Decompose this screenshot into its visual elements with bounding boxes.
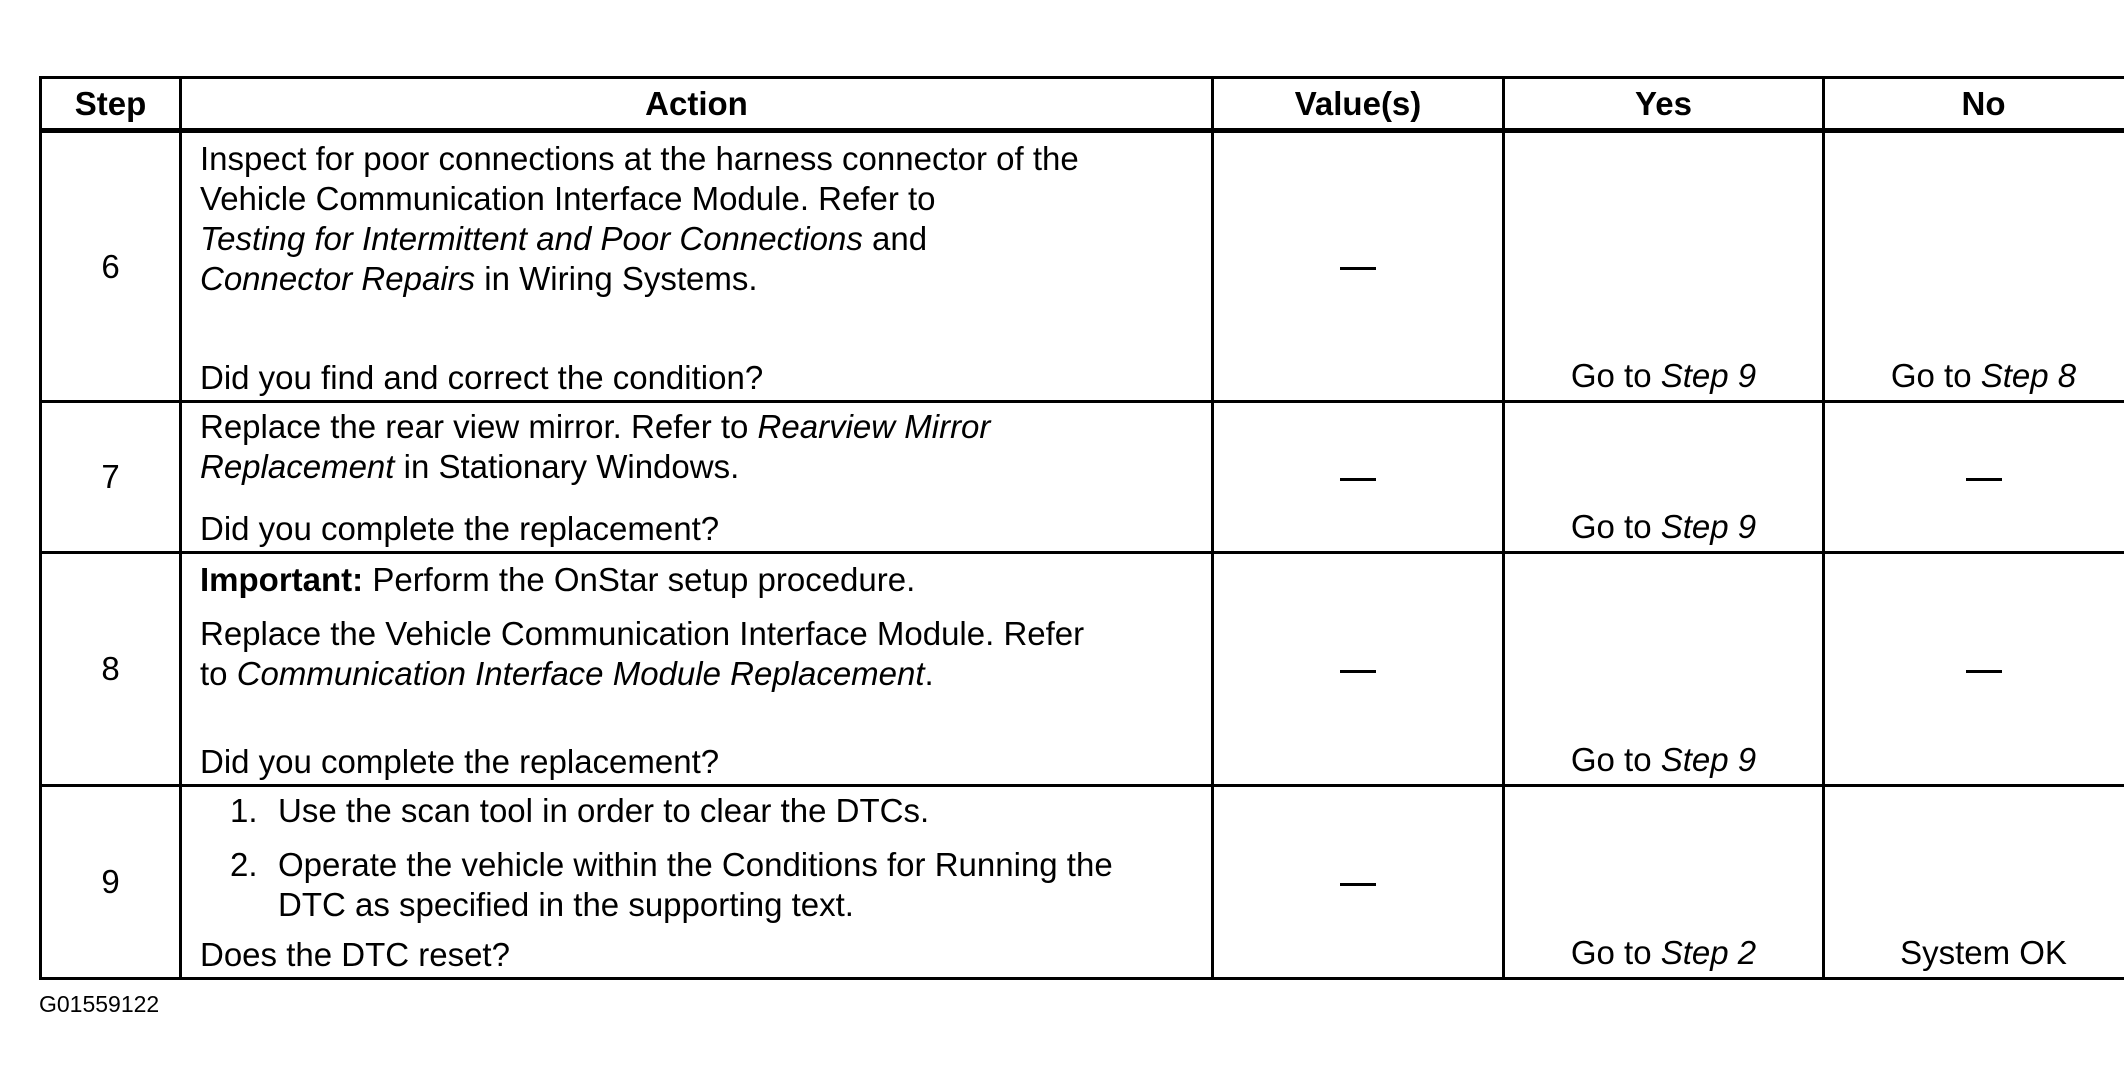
header-action: Action [179,76,1214,133]
table-row-step-7: 7 Replace the rear view mirror. Refer to… [39,400,2124,554]
yes-prefix: Go to [1570,934,1661,971]
yes-step-ref: Step 9 [1660,741,1757,778]
numbered-list: 1. Use the scan tool in order to clear t… [200,787,1199,925]
action-question: Does the DTC reset? [200,936,510,973]
action-instruction: Replace the Vehicle Communication Interf… [200,600,1120,694]
action-text: in Wiring Systems. [475,260,758,297]
no-cell [1822,551,2124,787]
list-text: Operate the vehicle within the Condition… [278,846,1113,923]
action-cell: Important: Perform the OnStar setup proc… [179,551,1214,787]
no-prefix: Go to [1890,357,1981,394]
table-row-step-9: 9 1. Use the scan tool in order to clear… [39,784,2124,980]
step-number: 6 [39,129,182,403]
no-cell: System OK [1822,784,2124,980]
action-instruction: Inspect for poor connections at the harn… [200,133,1190,299]
reference-link: Testing for Intermittent and Poor Connec… [200,220,863,257]
header-no: No [1822,76,2124,133]
action-instruction: Replace the rear view mirror. Refer to R… [200,403,1100,487]
important-label: Important: [200,561,364,598]
dash-mark [1340,477,1376,481]
action-text: and [862,220,928,257]
action-text: in Stationary Windows. [394,448,740,485]
reference-link: Connector Repairs [200,260,476,297]
step-number: 7 [39,400,182,554]
action-text: Replace the rear view mirror. Refer to [200,408,758,445]
dash-mark [1340,267,1376,271]
step-number: 8 [39,551,182,787]
reference-link: Rearview Mirror Replacement [200,408,991,485]
value-cell [1211,784,1505,980]
list-number: 1. [230,792,258,829]
header-step: Step [39,76,182,133]
yes-prefix: Go to [1570,508,1661,545]
yes-cell: Go to Step 9 [1502,129,1825,403]
figure-id: G01559122 [39,991,160,1017]
action-cell: Replace the rear view mirror. Refer to R… [179,400,1214,554]
list-item: 2. Operate the vehicle within the Condit… [200,831,1199,925]
value-cell [1211,551,1505,787]
value-cell [1211,400,1505,554]
action-text: . [924,655,934,692]
important-note: Important: Perform the OnStar setup proc… [200,554,1199,600]
action-text: Inspect for poor connections at the harn… [200,140,1079,217]
action-cell: Inspect for poor connections at the harn… [179,129,1214,403]
dash-mark [1965,477,2002,481]
no-cell [1822,400,2124,554]
yes-cell: Go to Step 9 [1502,400,1825,554]
dash-mark [1340,882,1376,886]
action-question: Did you complete the replacement? [200,510,720,547]
action-question: Did you find and correct the condition? [200,359,764,396]
yes-step-ref: Step 9 [1660,357,1757,394]
step-number: 9 [39,784,182,980]
value-cell [1211,129,1505,403]
yes-step-ref: Step 2 [1660,934,1757,971]
list-text: Use the scan tool in order to clear the … [278,792,930,829]
list-number: 2. [230,846,258,883]
dash-mark [1340,669,1376,673]
list-item: 1. Use the scan tool in order to clear t… [200,791,1199,831]
table-row-step-8: 8 Important: Perform the OnStar setup pr… [39,551,2124,787]
yes-step-ref: Step 9 [1660,508,1757,545]
reference-link: Communication Interface Module Replaceme… [236,655,925,692]
table-row-step-6: 6 Inspect for poor connections at the ha… [39,129,2124,403]
diagnostic-table: Step Action Value(s) Yes No 6 Inspect fo… [39,76,2124,980]
no-cell: Go to Step 8 [1822,129,2124,403]
yes-prefix: Go to [1570,357,1661,394]
dash-mark [1965,669,2002,673]
action-cell: 1. Use the scan tool in order to clear t… [179,784,1214,980]
yes-cell: Go to Step 2 [1502,784,1825,980]
header-row: Step Action Value(s) Yes No [39,76,2124,133]
yes-cell: Go to Step 9 [1502,551,1825,787]
action-text: Replace the Vehicle Communication Interf… [200,615,1085,692]
header-yes: Yes [1502,76,1825,133]
action-question: Did you complete the replacement? [200,743,720,780]
important-text: Perform the OnStar setup procedure. [363,561,916,598]
yes-prefix: Go to [1570,741,1661,778]
header-values: Value(s) [1211,76,1505,133]
no-step-ref: Step 8 [1980,357,2077,394]
